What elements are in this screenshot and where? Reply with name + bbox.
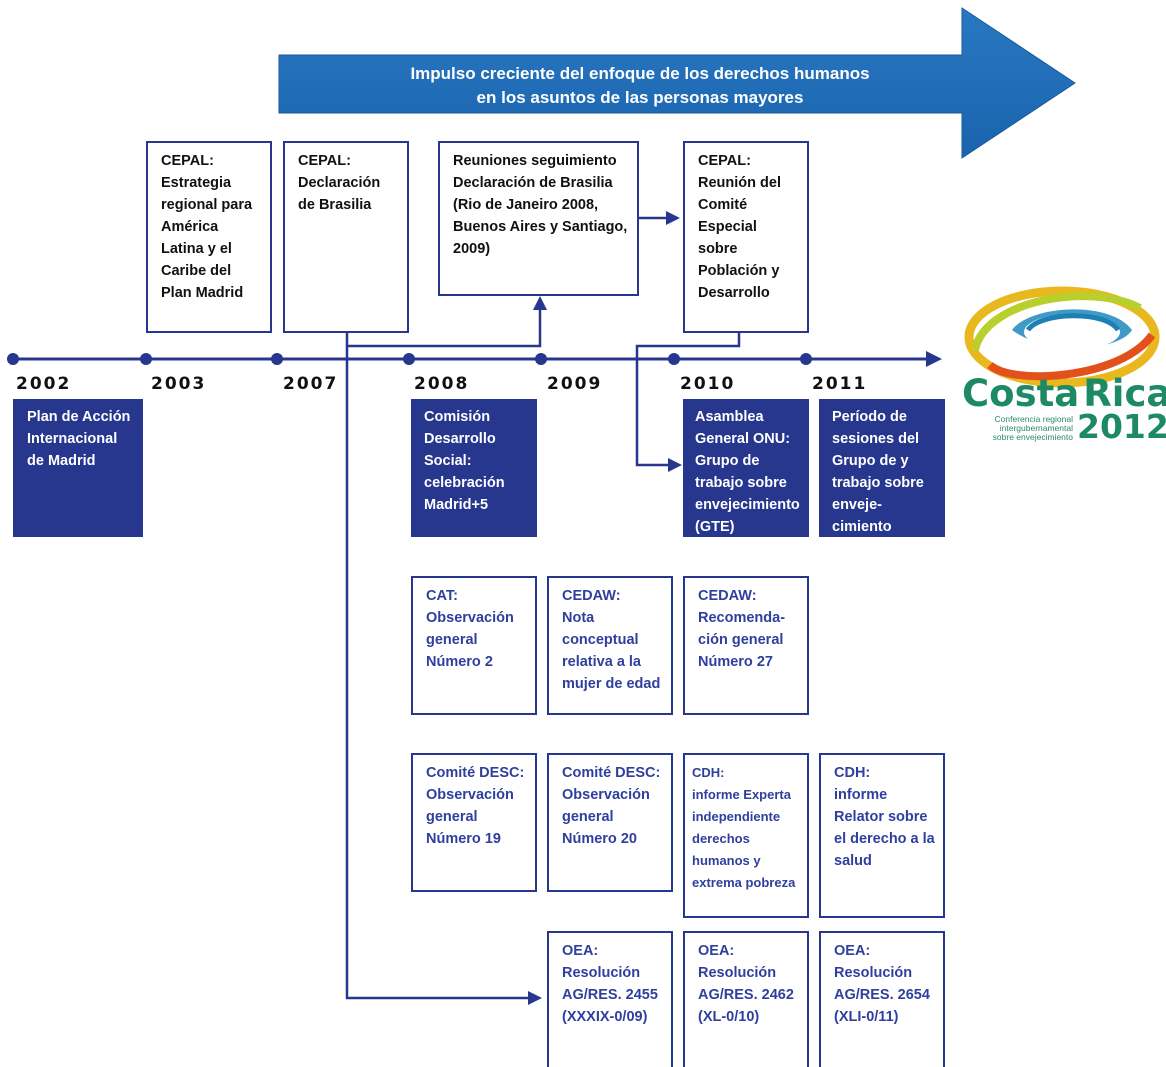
box-body: Observación general Número 20 bbox=[562, 787, 650, 847]
logo-name-part1: Costa bbox=[962, 372, 1080, 415]
timeline-dots bbox=[7, 353, 812, 365]
box-title: CEDAW: bbox=[562, 588, 621, 604]
banner-line-2: en los asuntos de las personas mayores bbox=[476, 88, 804, 107]
box-comite-desc-20: Comité DESC: Observación general Número … bbox=[547, 753, 673, 892]
box-body: Estrategia regional para América Latina … bbox=[161, 175, 253, 301]
logo-subtitle-line3: sobre envejecimiento bbox=[992, 432, 1073, 442]
box-body: celebración Madrid+5 bbox=[424, 475, 505, 513]
box-body: Reunión del Comité Especial sobre Poblac… bbox=[698, 175, 781, 301]
connector-comite-to-asamblea bbox=[635, 333, 741, 467]
box-title: CAT: bbox=[426, 588, 458, 604]
year-label-2011: 2011 bbox=[812, 374, 868, 394]
timeline-dot-2010 bbox=[668, 353, 680, 365]
logo-year: 2012 bbox=[1077, 407, 1166, 446]
box-title: CDH: bbox=[692, 765, 725, 780]
arrowhead-asamblea bbox=[668, 458, 682, 472]
box-cat-observacion: CAT: Observación general Número 2 bbox=[411, 576, 537, 715]
arrowhead-oea bbox=[528, 991, 542, 1005]
box-body: informe Experta independiente derechos h… bbox=[692, 787, 796, 890]
box-title: CEDAW: bbox=[698, 588, 757, 604]
box-cdh-relator: CDH: informe Relator sobre el derecho a … bbox=[819, 753, 945, 918]
connector-brasilia-to-reuniones bbox=[345, 307, 542, 348]
box-periodo-sesiones: Período de sesiones del Grupo de y traba… bbox=[819, 399, 945, 537]
arrowhead-comite bbox=[666, 211, 680, 225]
timeline-dot-2009 bbox=[535, 353, 547, 365]
box-body: Observación general Número 2 bbox=[426, 610, 514, 670]
box-comite-desc-19: Comité DESC: Observación general Número … bbox=[411, 753, 537, 892]
banner-arrow bbox=[278, 7, 1076, 159]
year-label-2010: 2010 bbox=[680, 374, 736, 394]
box-body: Observación general Número 19 bbox=[426, 787, 514, 847]
box-oea-2462: OEA: Resolución AG/RES. 2462 (XL-0/10) bbox=[683, 931, 809, 1067]
box-cedaw-recomendacion: CEDAW: Recomenda- ción general Número 27 bbox=[683, 576, 809, 715]
timeline-dot-2003 bbox=[140, 353, 152, 365]
box-cepal-reunion-comite: CEPAL: Reunión del Comité Especial sobre… bbox=[683, 141, 809, 333]
banner-line-1: Impulso creciente del enfoque de los der… bbox=[410, 64, 870, 83]
box-title: Asamblea General ONU: bbox=[695, 409, 791, 447]
box-body: Resolución AG/RES. 2654 (XLI-0/11) bbox=[834, 965, 930, 1025]
box-body: Nota conceptual relativa a la mujer de e… bbox=[562, 610, 661, 692]
year-label-2009: 2009 bbox=[547, 374, 603, 394]
timeline-dot-2002 bbox=[7, 353, 19, 365]
box-title: OEA: bbox=[562, 943, 599, 959]
costa-rica-logo-swirl bbox=[964, 286, 1160, 388]
banner-text: Impulso creciente del enfoque de los der… bbox=[300, 62, 980, 110]
box-body: Plan de Acción Internacional de Madrid bbox=[27, 409, 131, 469]
timeline-dot-2008 bbox=[403, 353, 415, 365]
box-cdh-experta: CDH: informe Experta independiente derec… bbox=[683, 753, 809, 918]
box-cedaw-nota-conceptual: CEDAW: Nota conceptual relativa a la muj… bbox=[547, 576, 673, 715]
year-label-2008: 2008 bbox=[414, 374, 470, 394]
logo-subtitle-line2: intergubernamental bbox=[999, 423, 1073, 433]
box-body: Grupo de trabajo sobre envejecimiento (G… bbox=[695, 453, 800, 535]
connector-brasilia-to-oea bbox=[345, 346, 530, 1000]
box-title: Comité DESC: bbox=[426, 765, 525, 781]
box-title: CDH: bbox=[834, 765, 871, 781]
box-plan-madrid: Plan de Acción Internacional de Madrid bbox=[13, 399, 143, 537]
box-title: Comisión Desarrollo Social: bbox=[424, 409, 496, 469]
box-body: Declaración de Brasilia bbox=[298, 175, 381, 213]
box-oea-2654: OEA: Resolución AG/RES. 2654 (XLI-0/11) bbox=[819, 931, 945, 1067]
box-body: Reuniones seguimiento Declaración de Bra… bbox=[453, 153, 628, 257]
box-cepal-estrategia: CEPAL: Estrategia regional para América … bbox=[146, 141, 272, 333]
box-title: Comité DESC: bbox=[562, 765, 661, 781]
box-comision-desarrollo-social: Comisión Desarrollo Social: celebración … bbox=[411, 399, 537, 537]
logo-subtitle: Conferencia regional intergubernamental … bbox=[965, 415, 1073, 442]
logo-name-part2: Rica bbox=[1083, 372, 1166, 415]
box-body: Resolución AG/RES. 2462 (XL-0/10) bbox=[698, 965, 794, 1025]
timeline-dot-2007 bbox=[271, 353, 283, 365]
timeline-arrowhead bbox=[926, 351, 942, 367]
box-title: OEA: bbox=[834, 943, 871, 959]
box-body: Resolución AG/RES. 2455 (XXXIX-0/09) bbox=[562, 965, 658, 1025]
box-reuniones-seguimiento: Reuniones seguimiento Declaración de Bra… bbox=[438, 141, 639, 296]
year-label-2002: 2002 bbox=[16, 374, 72, 394]
box-title: CEPAL: bbox=[298, 153, 351, 169]
box-body: Recomenda- ción general Número 27 bbox=[698, 610, 786, 670]
year-label-2003: 2003 bbox=[151, 374, 207, 394]
box-title: CEPAL: bbox=[161, 153, 214, 169]
box-asamblea-general-onu: Asamblea General ONU: Grupo de trabajo s… bbox=[683, 399, 809, 537]
timeline-dot-2011 bbox=[800, 353, 812, 365]
box-body: Período de sesiones del Grupo de y traba… bbox=[832, 409, 924, 535]
logo-subtitle-line1: Conferencia regional bbox=[994, 414, 1073, 424]
year-label-2007: 2007 bbox=[283, 374, 339, 394]
arrowhead-reuniones bbox=[533, 296, 547, 310]
box-cepal-declaracion-brasilia: CEPAL: Declaración de Brasilia bbox=[283, 141, 409, 333]
box-title: OEA: bbox=[698, 943, 735, 959]
box-oea-2455: OEA: Resolución AG/RES. 2455 (XXXIX-0/09… bbox=[547, 931, 673, 1067]
box-body: informe Relator sobre el derecho a la sa… bbox=[834, 787, 935, 869]
box-title: CEPAL: bbox=[698, 153, 751, 169]
